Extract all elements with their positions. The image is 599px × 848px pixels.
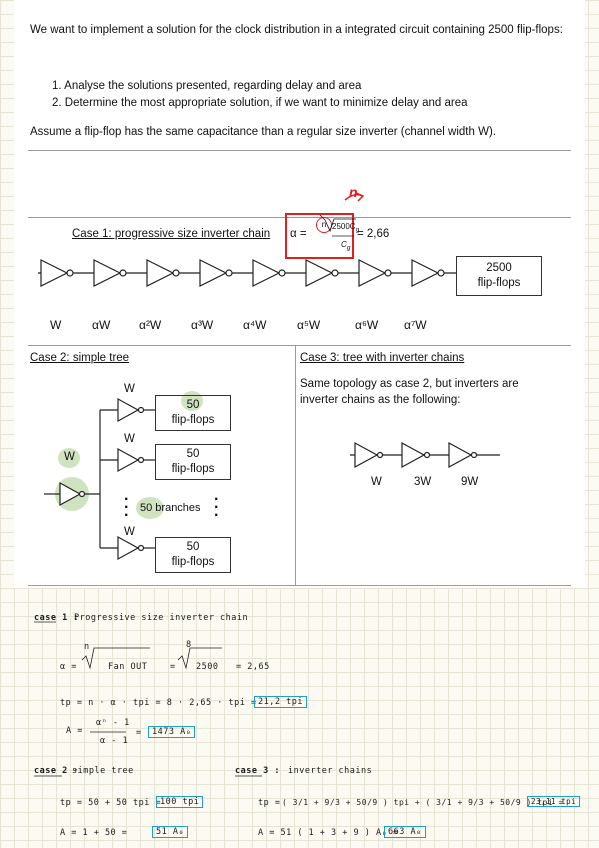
note-a-eq: = [136, 728, 142, 738]
width-label: α⁴W [243, 318, 267, 332]
branch-width: W [124, 433, 135, 445]
intro-text: We want to implement a solution for the … [30, 24, 563, 36]
ellipsis-icon: ··· [214, 491, 220, 524]
task-item: 2. Determine the most appropriate soluti… [52, 97, 468, 109]
note-tp-line: tp = n · α · tpi = 8 · 2,65 · tpi = [60, 698, 257, 708]
note-a3-line: A = 51 ( 1 + 3 + 9 ) A₀ = [258, 828, 399, 838]
divider [295, 345, 296, 585]
note-a2-line: A = 1 + 50 = [60, 828, 128, 838]
note-a-result: 1473 A₀ [148, 726, 196, 738]
case3-title: Case 3: tree with inverter chains [300, 352, 465, 364]
note-tp3-result: 23,11 tpi [527, 796, 581, 807]
note-case1-sub: Progressive size inverter chain [74, 613, 249, 623]
width-label: W [50, 318, 62, 332]
flip-flops-box: 50 flip-flops [155, 444, 231, 480]
width-label: 3W [414, 476, 432, 488]
note-case3-title: case 3 : [235, 766, 280, 776]
width-label: α⁶W [355, 318, 379, 332]
alpha-symbol: α = [290, 228, 307, 240]
note-case2-sub: simple tree [72, 766, 134, 776]
alpha-value: = 2,66 [357, 228, 390, 240]
highlight-circle [181, 391, 203, 411]
divider [28, 150, 571, 151]
width-label: W [371, 476, 382, 488]
note-alpha-value: = 2,65 [236, 662, 270, 672]
root-index: n [316, 217, 332, 233]
note-a3-result: 663 A₀ [384, 826, 426, 838]
note-alpha-lhs: α = [60, 662, 77, 672]
note-root-index: n [84, 642, 90, 652]
note-case2-title: case 2 · [34, 766, 79, 776]
divider [28, 585, 571, 586]
divider [28, 217, 571, 218]
frac-numerator: 2500Cg [332, 222, 360, 234]
note-fanout: Fan OUT [108, 662, 148, 672]
case2-title: Case 2: simple tree [30, 352, 130, 364]
note-root-index: 8 [186, 640, 192, 650]
note-tp3-lhs: tp = [258, 798, 281, 808]
note-a-num: αⁿ - 1 [96, 718, 130, 728]
note-eq: = [170, 662, 176, 672]
flip-flops-box: 2500 flip-flops [456, 256, 542, 296]
case1-title: Case 1: progressive size inverter chain [72, 228, 271, 240]
note-tp2-line: tp = 50 + 50 tpi = [60, 798, 162, 808]
flip-flops-box: 50 flip-flops [155, 537, 231, 573]
width-label: α³W [191, 318, 214, 332]
task-list: 1. Analyse the solutions presented, rega… [52, 78, 468, 112]
width-label: α⁵W [297, 318, 321, 332]
note-a-lhs: A = [66, 726, 83, 736]
width-label: αW [92, 318, 111, 332]
highlight-circle [136, 497, 164, 519]
branches-label: 50 branches [140, 502, 201, 514]
assumption-text: Assume a flip-flop has the same capacita… [30, 126, 496, 138]
width-label: α⁷W [404, 318, 427, 332]
note-a-den: α - 1 [100, 736, 129, 746]
frac-denominator: Cg [341, 240, 351, 252]
note-2500: 2500 [196, 662, 219, 672]
width-label: α²W [139, 318, 162, 332]
note-tp-result: 21,2 tpi [254, 696, 307, 708]
root-width: W [64, 451, 75, 463]
note-tp3-body: ( 3/1 + 9/3 + 50/9 ) tpi + ( 3/1 + 9/3 +… [282, 798, 564, 807]
task-item: 1. Analyse the solutions presented, rega… [52, 80, 362, 92]
red-n-annotation: n [349, 184, 358, 200]
width-label: 9W [461, 476, 479, 488]
note-case3-sub: inverter chains [288, 766, 373, 776]
note-case1-title: case 1 : [34, 613, 79, 623]
case3-description: Same topology as case 2, but inverters a… [300, 378, 519, 406]
note-tp2-result: 100 tpi [156, 796, 204, 808]
divider [28, 345, 571, 346]
branch-width: W [124, 383, 135, 395]
flip-flops-box: 50 flip-flops [155, 395, 231, 431]
branch-width: W [124, 526, 135, 538]
ellipsis-icon: ··· [124, 491, 130, 524]
note-a2-result: 51 A₀ [152, 826, 189, 838]
highlight-circle [58, 448, 80, 468]
